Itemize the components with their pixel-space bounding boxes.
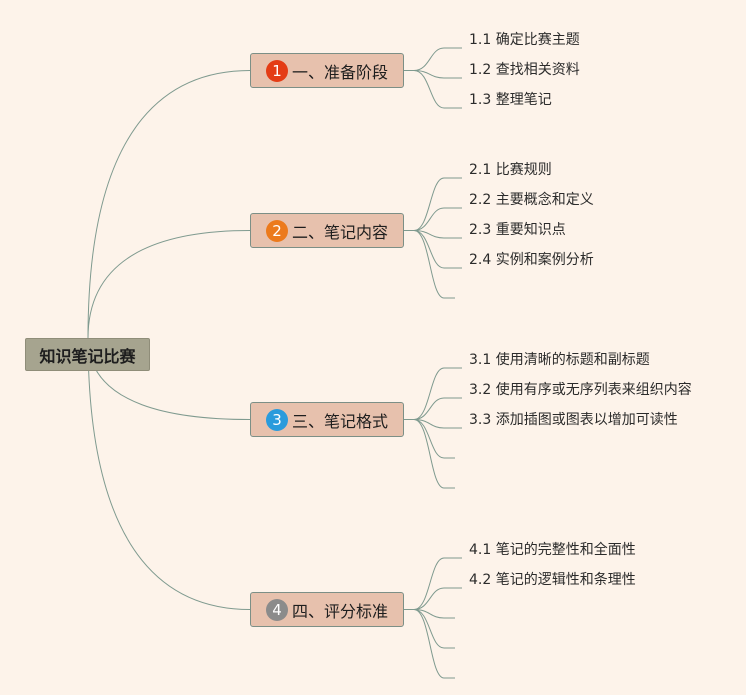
connector-line — [404, 70, 462, 79]
branch-label: 四、评分标准 — [292, 601, 389, 621]
number-badge-icon: 4 — [266, 598, 288, 621]
connector-line — [404, 609, 455, 679]
connector-line — [87, 337, 251, 610]
branch-label: 二、笔记内容 — [292, 222, 389, 242]
root-node[interactable]: 知识笔记比赛 — [25, 338, 150, 371]
leaf-node[interactable]: 2.3 重要知识点 — [469, 222, 566, 238]
branch-label: 一、准备阶段 — [292, 62, 389, 82]
connector-line — [404, 397, 462, 420]
branch-node-2[interactable]: 2 二、笔记内容 — [250, 213, 404, 248]
leaf-node[interactable]: 3.1 使用清晰的标题和副标题 — [469, 352, 650, 368]
root-label: 知识笔记比赛 — [39, 346, 136, 366]
connector-line — [87, 70, 251, 339]
connector-line — [404, 587, 462, 610]
leaf-node[interactable]: 3.2 使用有序或无序列表来组织内容 — [469, 382, 692, 398]
number-badge-icon: 1 — [266, 59, 288, 82]
branch-node-3[interactable]: 3 三、笔记格式 — [250, 402, 404, 437]
connector-line — [404, 47, 462, 71]
connector-line — [404, 609, 455, 619]
connector-line — [404, 419, 462, 429]
leaf-node[interactable]: 2.4 实例和案例分析 — [469, 252, 594, 268]
branch-label: 三、笔记格式 — [292, 411, 389, 431]
connector-line — [404, 177, 462, 231]
connector-line — [404, 230, 455, 299]
leaf-node[interactable]: 1.1 确定比赛主题 — [469, 32, 580, 48]
number-badge-icon: 3 — [266, 408, 288, 431]
connector-line — [404, 419, 455, 489]
branch-node-1[interactable]: 1 一、准备阶段 — [250, 53, 404, 88]
leaf-node[interactable]: 1.2 查找相关资料 — [469, 62, 580, 78]
branch-node-4[interactable]: 4 四、评分标准 — [250, 592, 404, 627]
leaf-node[interactable]: 2.2 主要概念和定义 — [469, 192, 594, 208]
connector-line — [404, 70, 462, 109]
connector-line — [404, 230, 462, 239]
connector-line — [404, 367, 462, 420]
connector-line — [87, 230, 251, 339]
connector-line — [404, 207, 462, 231]
number-badge-icon: 2 — [266, 219, 288, 242]
leaf-node[interactable]: 4.2 笔记的逻辑性和条理性 — [469, 572, 636, 588]
connector-line — [404, 557, 462, 610]
leaf-node[interactable]: 3.3 添加插图或图表以增加可读性 — [469, 412, 678, 428]
leaf-node[interactable]: 1.3 整理笔记 — [469, 92, 552, 108]
leaf-node[interactable]: 2.1 比赛规则 — [469, 162, 552, 178]
leaf-node[interactable]: 4.1 笔记的完整性和全面性 — [469, 542, 636, 558]
